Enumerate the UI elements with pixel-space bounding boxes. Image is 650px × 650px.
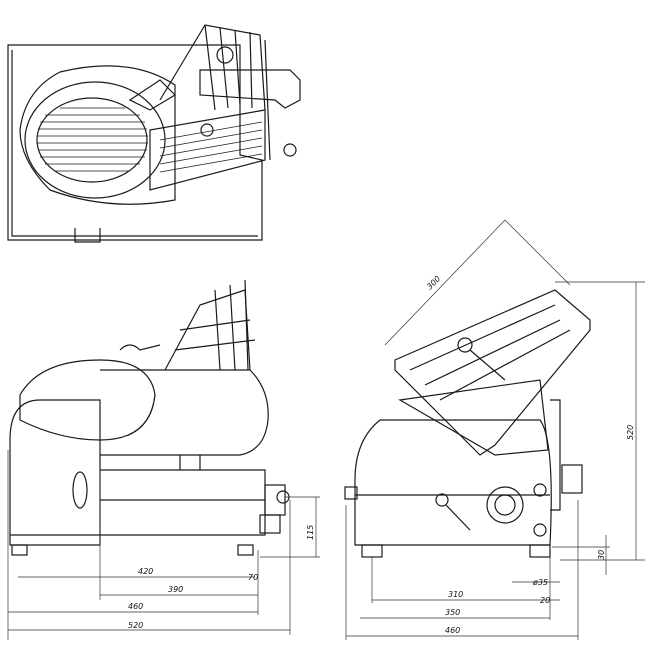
dim-overall-height: 520: [626, 425, 635, 440]
front-view: 300 520 30 ø35 310 20 350 460: [344, 219, 645, 640]
side-view: 420 70 390 460 520 115: [7, 279, 320, 640]
dim-overall-width: 460: [445, 626, 460, 635]
top-view: [7, 24, 301, 243]
dim-feet-span: 310: [448, 590, 463, 599]
dim-foot-diameter: ø35: [532, 578, 548, 587]
dim-body-depth: 390: [168, 585, 183, 594]
dim-foot-height: 30: [597, 550, 606, 560]
dim-feet-span: 420: [138, 567, 153, 576]
blade-hatching: [37, 107, 148, 172]
dim-overall-depth: 520: [128, 621, 143, 630]
dim-height-base: 115: [306, 525, 315, 540]
dim-foot-offset: 70: [248, 573, 258, 582]
dim-base-width: 350: [445, 608, 460, 617]
dim-carriage-travel: 300: [425, 274, 442, 291]
carriage-hatching: [159, 121, 263, 173]
dim-foot-width: 20: [540, 596, 550, 605]
dim-base-depth: 460: [128, 602, 143, 611]
